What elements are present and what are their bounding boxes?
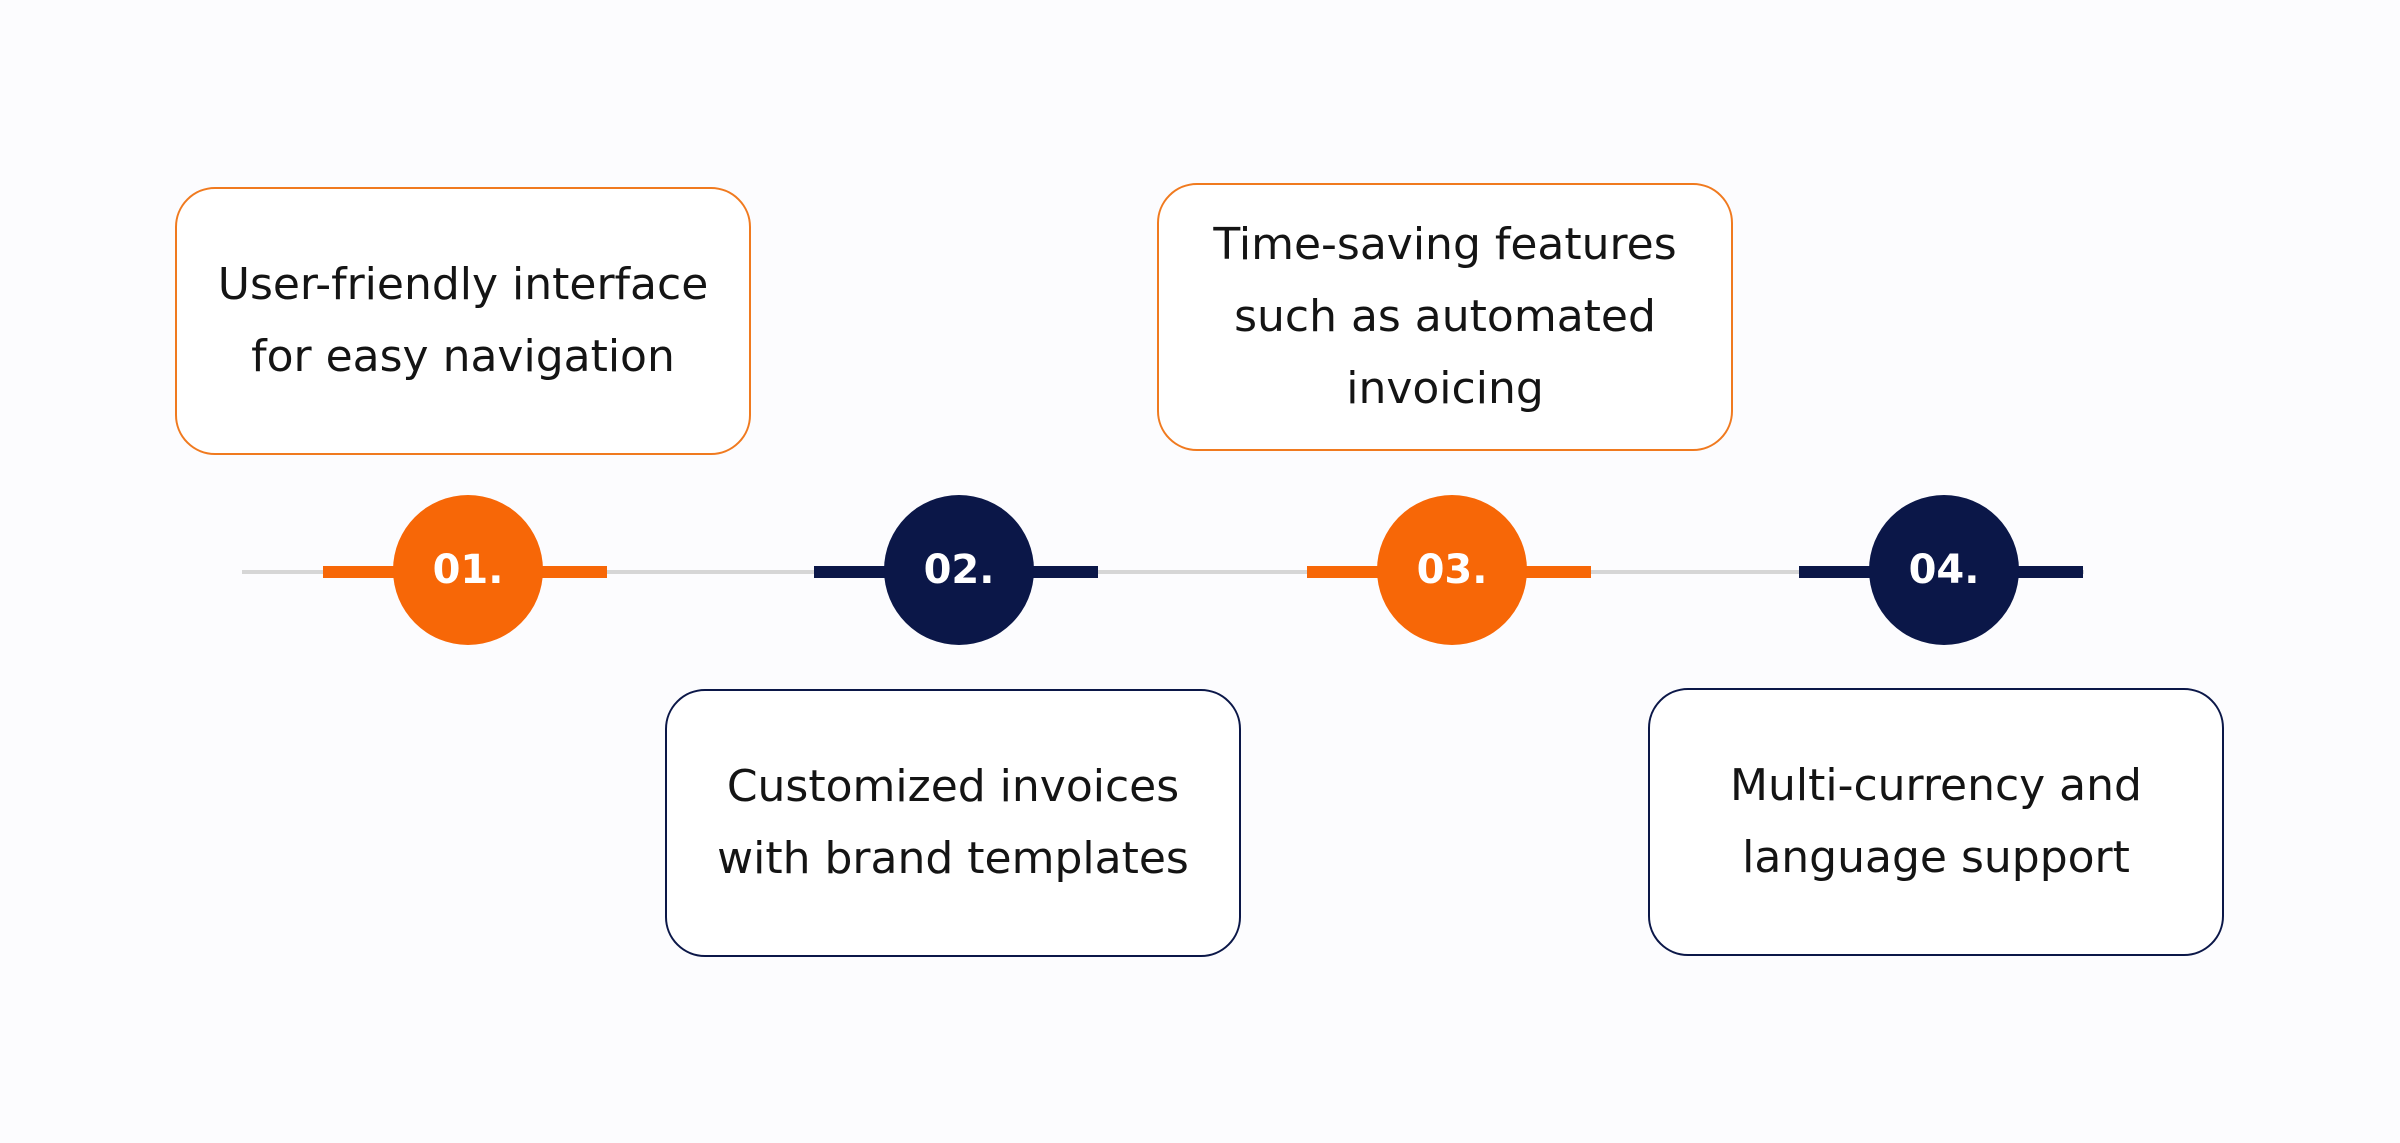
- step-number-2: 02.: [923, 547, 995, 593]
- step-text-3: Time-saving features such as automated i…: [1213, 219, 1677, 414]
- step-text-1: User-friendly interface for easy navigat…: [217, 259, 709, 382]
- step-circle-4: 04.: [1869, 495, 2019, 645]
- step-marker-3: 03.: [1307, 495, 1591, 645]
- step-marker-2: 02.: [814, 495, 1098, 645]
- step-card-2: Customized invoices with brand templates: [665, 689, 1241, 957]
- step-circle-2: 02.: [884, 495, 1034, 645]
- step-text-2: Customized invoices with brand templates: [717, 761, 1189, 884]
- step-marker-4: 04.: [1799, 495, 2083, 645]
- step-number-4: 04.: [1908, 547, 1980, 593]
- step-marker-1: 01.: [323, 495, 607, 645]
- step-number-3: 03.: [1416, 547, 1488, 593]
- timeline-line: [242, 570, 2084, 574]
- step-card-1: User-friendly interface for easy navigat…: [175, 187, 751, 455]
- step-circle-1: 01.: [393, 495, 543, 645]
- step-text-4: Multi-currency and language support: [1730, 760, 2142, 883]
- step-circle-3: 03.: [1377, 495, 1527, 645]
- step-card-3: Time-saving features such as automated i…: [1157, 183, 1733, 451]
- step-card-4: Multi-currency and language support: [1648, 688, 2224, 956]
- step-number-1: 01.: [432, 547, 504, 593]
